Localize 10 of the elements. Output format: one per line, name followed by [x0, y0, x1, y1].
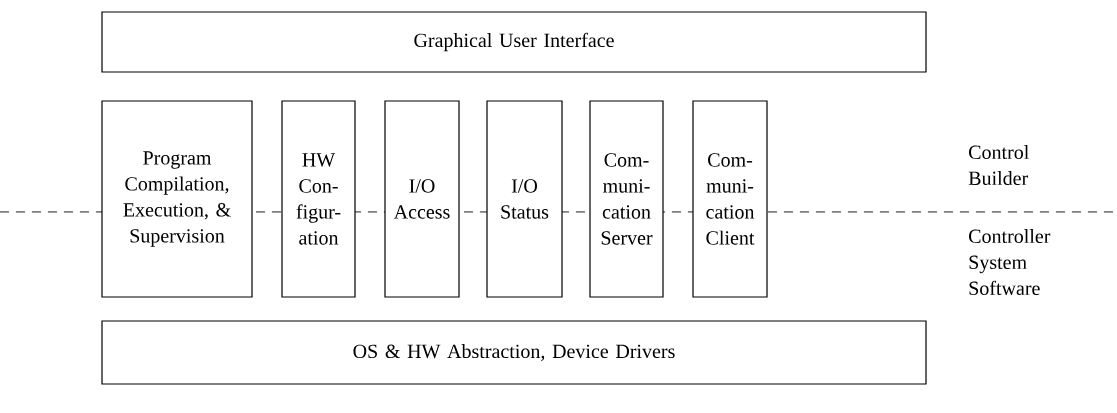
layer-label: Control Builder	[968, 144, 1029, 186]
layer-box: Com- muni- cation Client	[692, 100, 768, 298]
layer-box: Com- muni- cation Server	[589, 100, 664, 298]
layer-box: Program Compilation, Execution, & Supervision	[101, 100, 253, 298]
layer-box: I/O Status	[486, 100, 563, 298]
layer-box: I/O Access	[384, 100, 460, 298]
layer-box: OS & HW Abstraction, Device Drivers	[101, 320, 927, 385]
layer-box: HW Con- figur- ation	[281, 100, 356, 298]
layer-box: Graphical User Interface	[101, 11, 927, 73]
layer-label: Controller System Software	[969, 228, 1051, 296]
